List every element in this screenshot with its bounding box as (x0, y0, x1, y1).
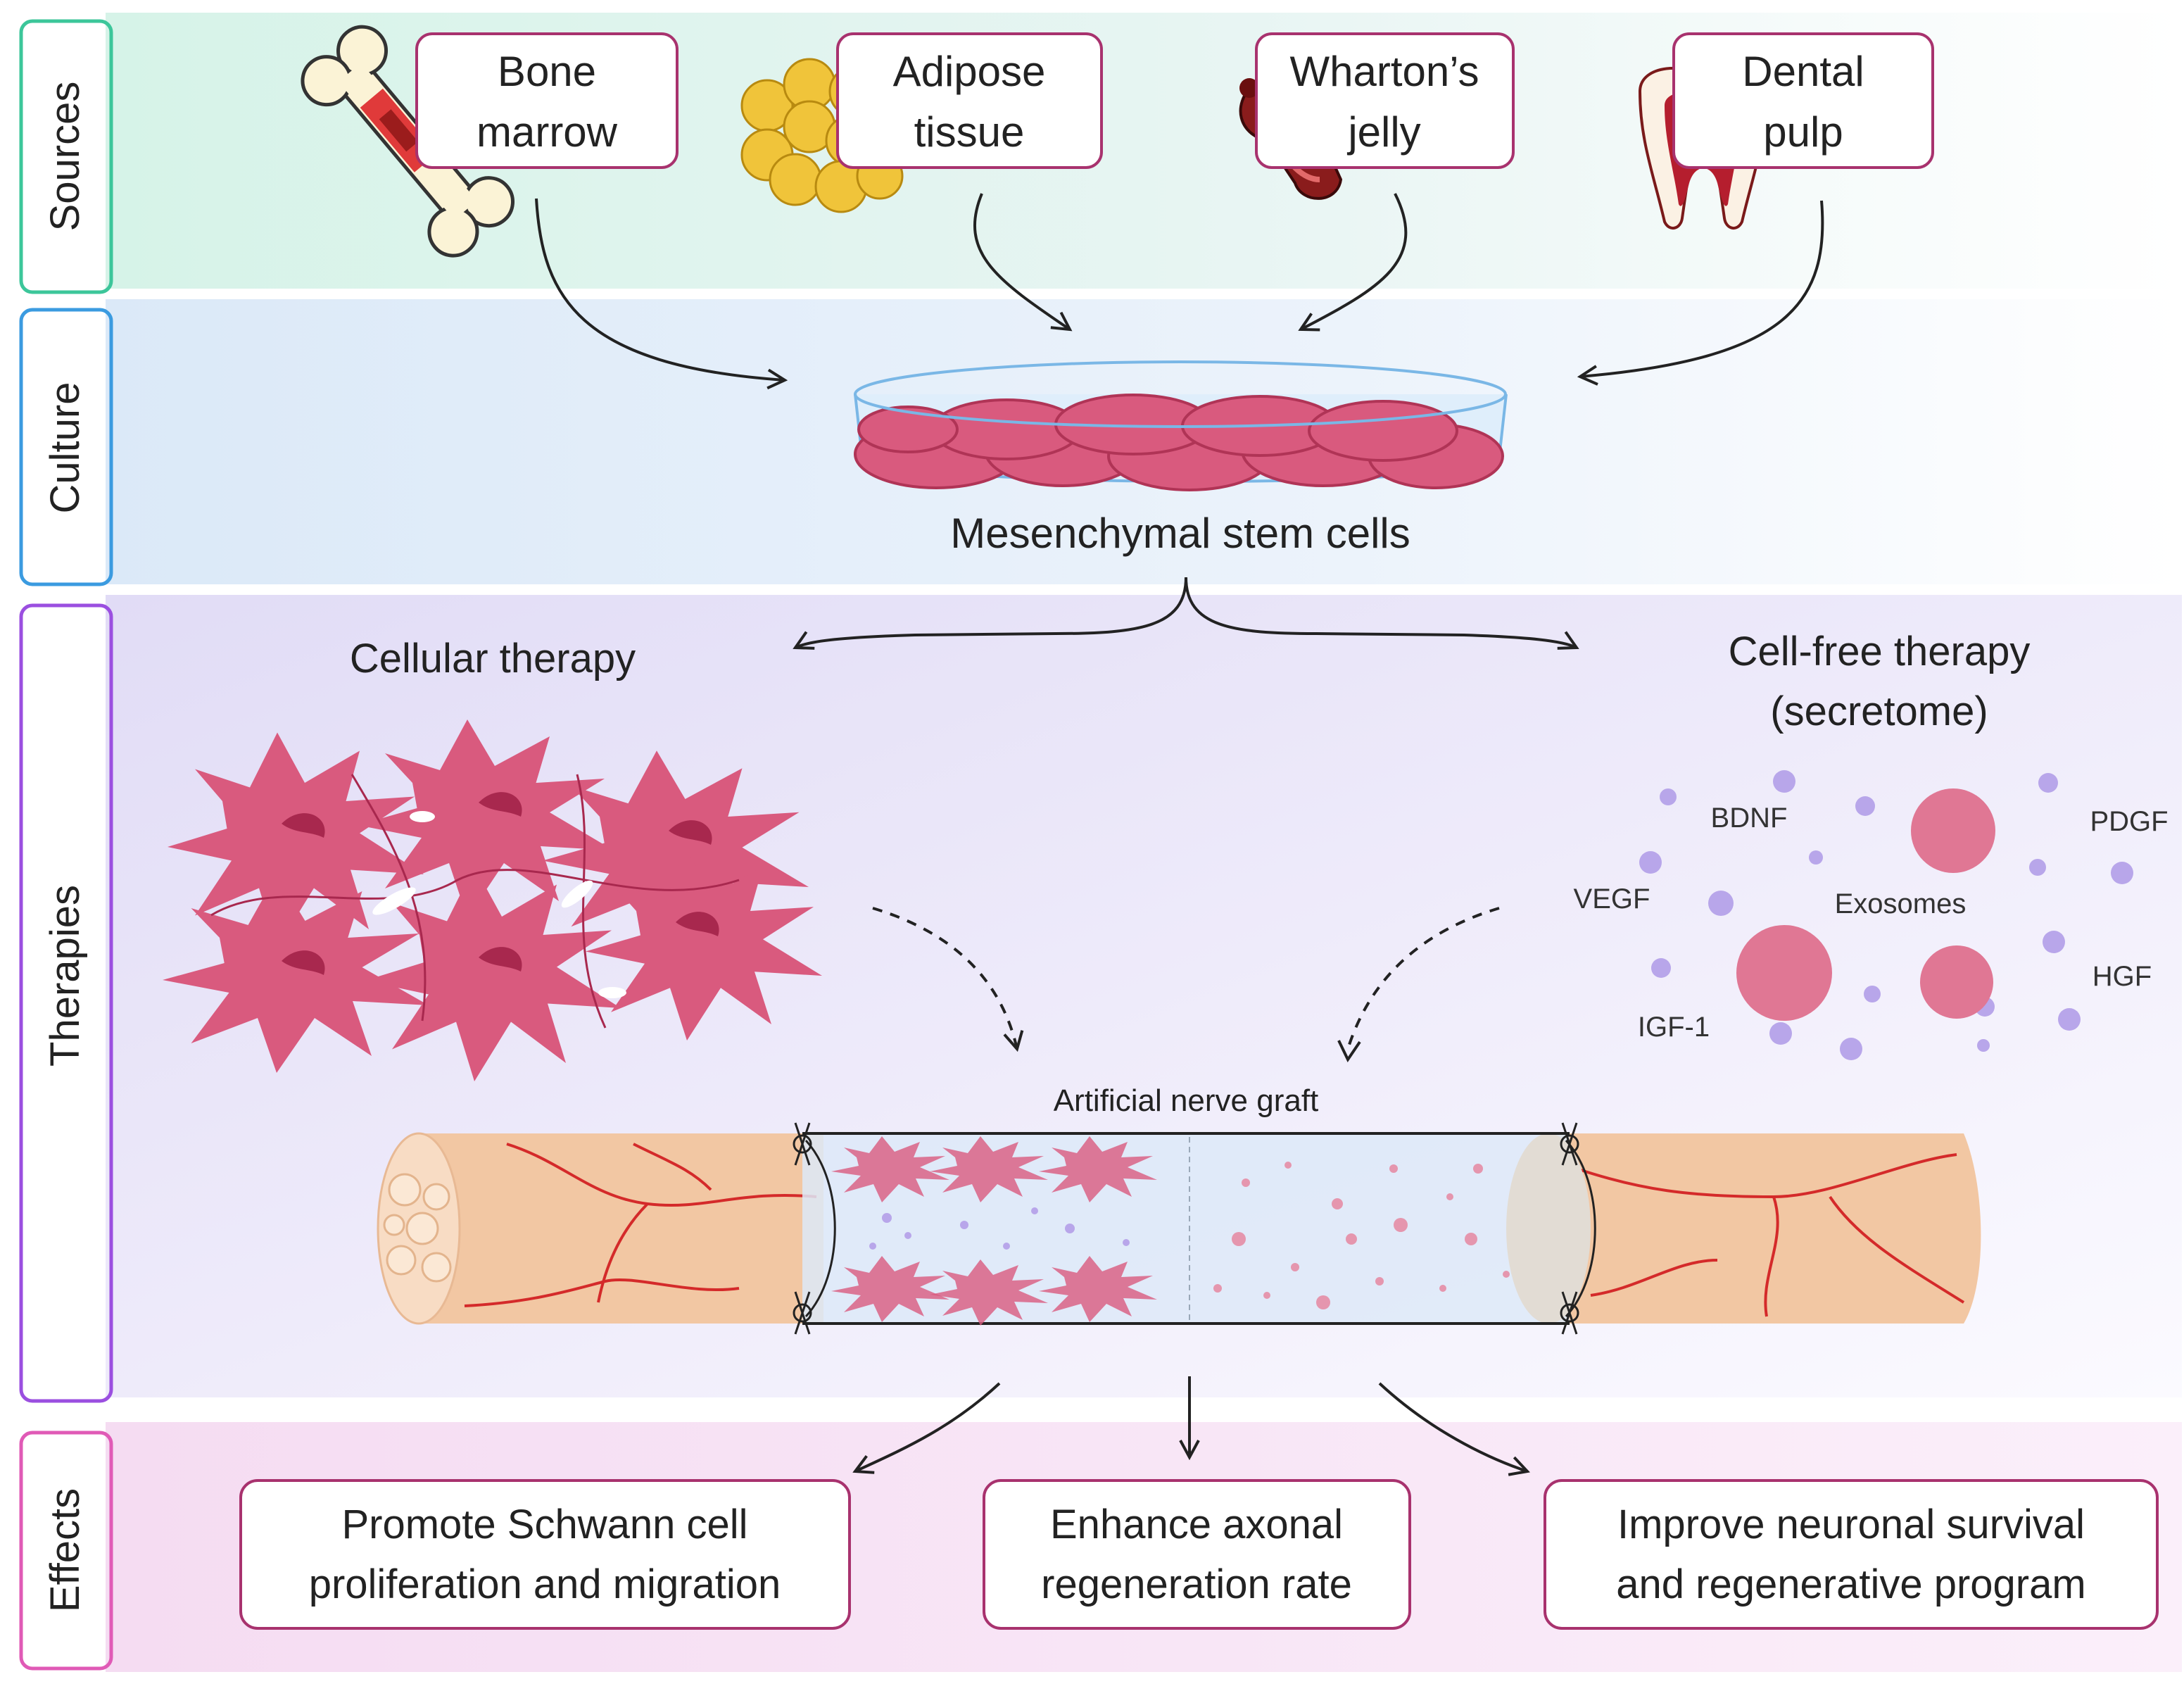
label-hgf: HGF (2093, 961, 2152, 992)
petri-dish-icon (854, 360, 1508, 491)
source-wharton-line1: Wharton’s (1289, 48, 1479, 95)
arrow-wharton-to-dish (1301, 193, 1408, 329)
effect-box-schwann: Promote Schwann cell proliferation and m… (239, 1479, 851, 1630)
row-label-effects-text: Effects (42, 1488, 88, 1612)
label-exosomes: Exosomes (1835, 888, 1967, 919)
source-bone-line2: marrow (476, 108, 618, 156)
effect-schwann-line1: Promote Schwann cell (341, 1502, 747, 1547)
row-label-effects: Effects (19, 1431, 113, 1671)
effect-arrows (855, 1376, 1527, 1471)
secretome-labels: BDNF PDGF VEGF Exosomes HGF IGF-1 (1574, 803, 2169, 1043)
cell-free-therapy-line2: (secretome) (1770, 689, 1988, 734)
graft-arrowheads (1337, 1040, 1361, 1062)
effect-neuronal-line1: Improve neuronal survival (1617, 1502, 2085, 1547)
source-bone-line1: Bone (498, 48, 596, 95)
row-label-therapies: Therapies (19, 603, 113, 1403)
source-arrows (535, 193, 1824, 380)
arrow-dental-to-dish (1580, 200, 1824, 377)
cellular-therapy-label: Cellular therapy (350, 636, 636, 681)
source-adipose-line1: Adipose (893, 48, 1046, 95)
source-box-dental-pulp: Dental pulp (1672, 32, 1934, 169)
source-box-adipose-tissue: Adipose tissue (836, 32, 1103, 169)
effect-box-axonal: Enhance axonal regeneration rate (983, 1479, 1411, 1630)
source-wharton-line2: jelly (1346, 108, 1420, 156)
therapy-split-arrows (795, 577, 1577, 648)
row-label-culture: Culture (19, 308, 113, 586)
arrow-bone-to-dish (535, 198, 785, 380)
cell-free-therapy-line1: Cell-free therapy (1729, 629, 2031, 674)
effect-axonal-line1: Enhance axonal (1050, 1502, 1343, 1547)
culture-label: Mesenchymal stem cells (950, 510, 1410, 557)
effect-neuronal-line2: and regenerative program (1616, 1561, 2085, 1607)
label-vegf: VEGF (1574, 884, 1650, 914)
stellate-cells-icon (163, 719, 822, 1081)
exosomes-icon (1736, 788, 1995, 1021)
label-bdnf: BDNF (1711, 803, 1788, 834)
row-label-therapies-text: Therapies (42, 885, 88, 1067)
source-dental-line1: Dental (1742, 48, 1864, 95)
row-label-sources: Sources (19, 19, 113, 294)
source-adipose-line2: tissue (914, 108, 1025, 156)
source-dental-line2: pulp (1763, 108, 1843, 156)
graft-label: Artificial nerve graft (1054, 1083, 1319, 1118)
label-pdgf: PDGF (2090, 806, 2168, 837)
nerve-graft-icon (377, 1122, 1981, 1335)
effect-axonal-line2: regeneration rate (1041, 1561, 1352, 1607)
arrow-adipose-to-dish (973, 193, 1070, 329)
source-box-bone-marrow: Bone marrow (415, 32, 678, 169)
secretome-molecules (1639, 770, 2133, 1060)
source-box-whartons-jelly: Wharton’s jelly (1255, 32, 1515, 169)
row-label-sources-text: Sources (42, 82, 88, 232)
therapy-to-graft-arrows (872, 907, 1500, 1049)
label-igf1: IGF-1 (1638, 1012, 1710, 1043)
effect-box-neuronal: Improve neuronal survival and regenerati… (1544, 1479, 2159, 1630)
effect-schwann-line2: proliferation and migration (309, 1561, 781, 1607)
row-label-culture-text: Culture (42, 382, 88, 514)
